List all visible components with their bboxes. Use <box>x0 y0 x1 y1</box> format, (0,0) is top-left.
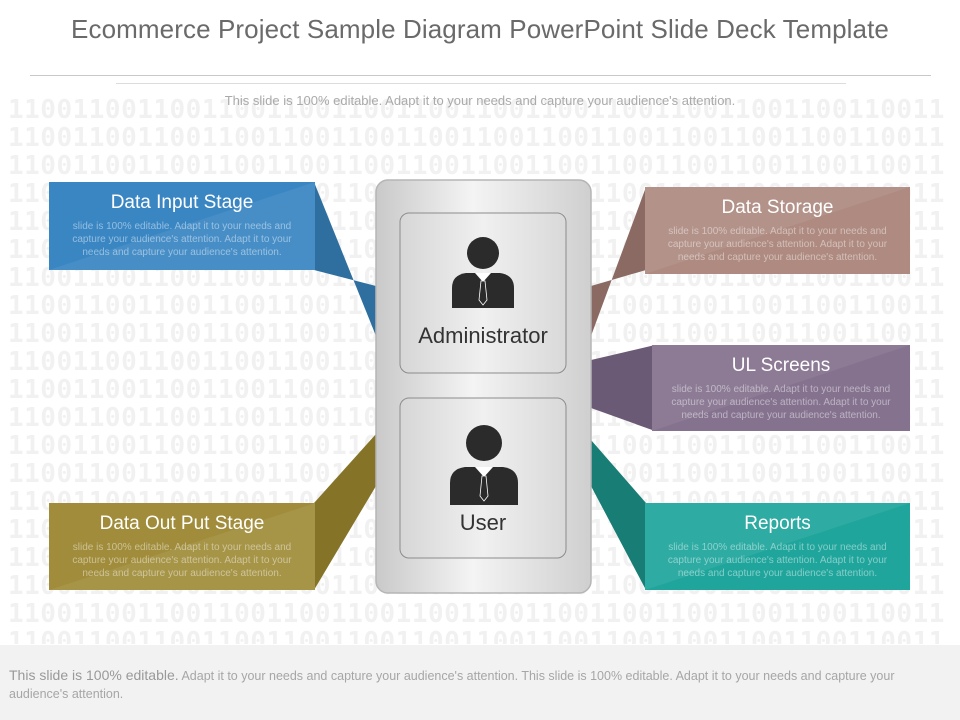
box-data-out-put-stage: Data Out Put Stage slide is 100% editabl… <box>49 503 315 590</box>
slide-title: Ecommerce Project Sample Diagram PowerPo… <box>71 14 889 44</box>
box-ul-screens: UL Screens slide is 100% editable. Adapt… <box>652 345 910 431</box>
box-title: Data Input Stage <box>110 192 254 213</box>
connector-data-out-put-stage <box>314 434 376 590</box>
box-description: slide is 100% editable. Adapt it to your… <box>667 226 888 263</box>
footer-band: This slide is 100% editable. Adapt it to… <box>0 645 960 720</box>
box-description: slide is 100% editable. Adapt it to your… <box>667 542 888 579</box>
box-data-storage-shape <box>645 187 910 274</box>
user-label: User <box>459 510 507 535</box>
footer-body: Adapt it to your needs and capture your … <box>9 669 895 701</box>
box-title: UL Screens <box>731 355 831 376</box>
box-data-storage: Data Storage slide is 100% editable. Ada… <box>645 187 910 274</box>
slide-subtitle: This slide is 100% editable. Adapt it to… <box>224 93 736 108</box>
box-description: slide is 100% editable. Adapt it to your… <box>72 542 292 579</box>
box-data-input-stage: Data Input Stage slide is 100% editable.… <box>49 182 315 270</box>
connector-data-storage <box>591 187 646 336</box>
connector-data-input-stage <box>314 182 376 336</box>
admin-businessman-icon <box>452 237 514 308</box>
connector-reports <box>591 440 646 590</box>
user-businessman-icon <box>450 425 518 505</box>
box-title: Data Out Put Stage <box>99 513 265 534</box>
box-reports-shape <box>645 503 910 590</box>
title-divider-secondary <box>116 83 846 84</box>
box-data-input-stage-shape <box>49 182 315 270</box>
box-ul-screens-shape <box>652 345 910 431</box>
box-title: Data Storage <box>721 197 834 218</box>
footer-lead: This slide is 100% editable. <box>9 667 179 683</box>
box-reports: Reports slide is 100% editable. Adapt it… <box>645 503 910 590</box>
title-divider <box>30 75 931 76</box>
box-description: slide is 100% editable. Adapt it to your… <box>671 384 891 421</box>
box-title: Reports <box>744 513 811 534</box>
administrator-label: Administrator <box>418 323 548 348</box>
connector-ul-screens <box>591 345 655 431</box>
box-data-out-put-stage-shape <box>49 503 315 590</box>
box-description: slide is 100% editable. Adapt it to your… <box>72 221 292 258</box>
footer-text: This slide is 100% editable. Adapt it to… <box>9 666 954 703</box>
